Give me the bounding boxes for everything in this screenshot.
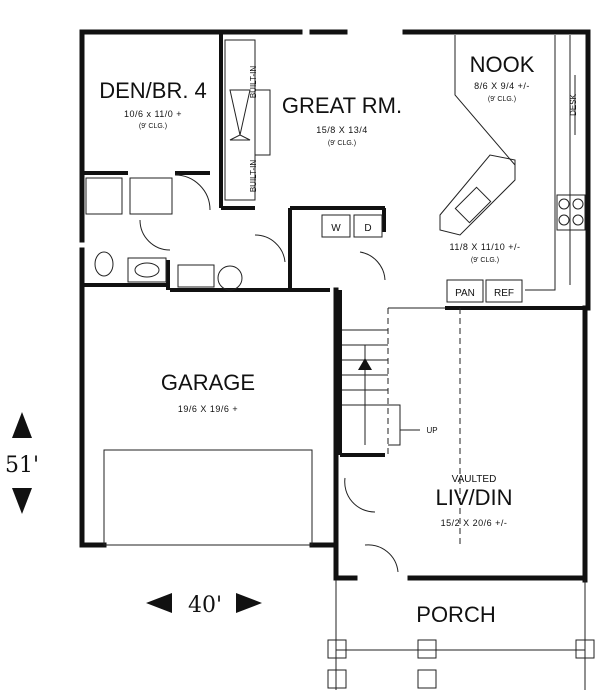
arrow-left-icon [146,593,172,613]
den-name: DEN/BR. 4 [99,78,207,103]
overall-width: 40' [188,593,222,618]
nook-ceiling: (9' CLG.) [488,96,516,103]
den-ceiling: (9' CLG.) [139,123,167,130]
arrow-up-icon [12,412,32,438]
nook-dims: 8/6 X 9/4 +/- [474,81,530,91]
great-room-dims: 15/8 X 13/4 [316,125,368,135]
stair-up-label: UP [426,426,437,435]
porch-name: PORCH [416,602,495,627]
nook-name: NOOK [470,52,535,77]
dryer-label: D [364,223,371,234]
kitchen-dims: 11/8 X 11/10 +/- [450,242,521,252]
garage-name: GARAGE [161,370,255,395]
pan-label: PAN [455,288,475,299]
ref-label: REF [494,288,514,299]
exterior-walls [79,29,591,583]
washer-label: W [331,223,341,234]
great-room-name: GREAT RM. [282,93,402,118]
overall-depth: 51' [5,453,39,478]
great-room-ceiling: (9' CLG.) [328,140,356,147]
thin-details [85,35,595,690]
livdin-vaulted: VAULTED [452,474,497,485]
livdin-name: LIV/DIN [435,485,512,510]
livdin-dims: 15/2 X 20/6 +/- [441,518,508,528]
kitchen-ceiling: (9' CLG.) [471,257,499,264]
builtin-top-label: BUILT-IN [249,66,258,99]
desk-label: DESK [569,93,578,115]
builtin-bottom-label: BUILT-IN [249,160,258,193]
garage-dims: 19/6 X 19/6 + [178,404,238,414]
stair-arrow-icon [358,358,372,370]
interior-walls [84,34,588,457]
arrow-down-icon [12,488,32,514]
den-dims: 10/6 x 11/0 + [124,109,182,119]
arrow-right-icon [236,593,262,613]
